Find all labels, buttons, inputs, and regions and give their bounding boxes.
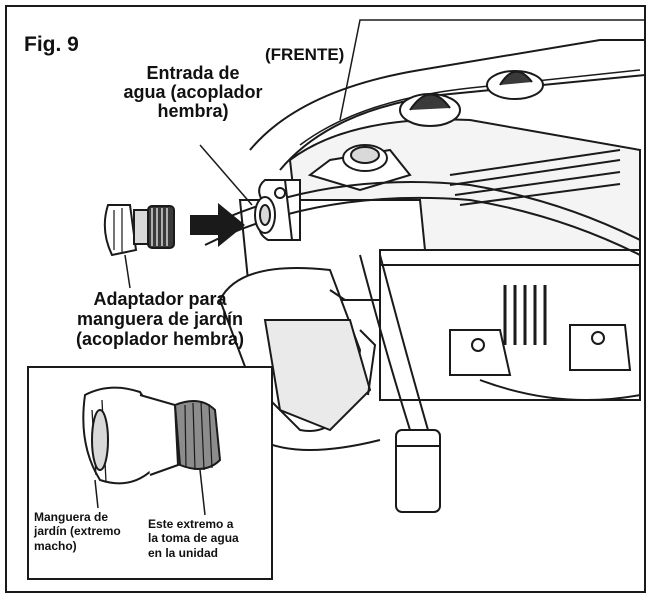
water-inlet-label-line: agua (acoplador [123, 81, 263, 102]
garden-hose-end-label-line: jardín (extremo [34, 524, 121, 539]
inlet-leader-line [199, 144, 253, 206]
hose-adapter-label-line: manguera de jardín [76, 308, 244, 329]
garden-hose-end-label-line: macho) [34, 538, 77, 553]
garden-hose-end-label-line: Manguera de [34, 510, 109, 524]
water-inlet-label-line: hembra) [157, 100, 229, 121]
lower-machine [218, 267, 381, 451]
hose-adapter-label-line: (acoplador hembra) [75, 328, 245, 349]
arrow-right-icon [190, 203, 245, 247]
figure-title: Fig. 9 [24, 33, 79, 56]
front-label: (FRENTE) [265, 45, 345, 64]
unit-end-label: Este extremo a la toma de agua en la uni… [148, 517, 239, 560]
water-inlet-icon [254, 179, 294, 241]
hose-adapter-icon [103, 204, 175, 289]
unit-end-label-line: la toma de agua [148, 531, 239, 546]
hose-adapter-label: Adaptador para manguera de jardín (acopl… [40, 289, 280, 349]
water-inlet-label-line: Entrada de [146, 63, 240, 83]
water-inlet-label: Entrada de agua (acoplador hembra) [118, 64, 268, 121]
hose-adapter-label-line: Adaptador para [93, 289, 227, 309]
outer-border [5, 5, 646, 593]
unit-end-label-line: en la unidad [148, 545, 219, 560]
detail-inset [27, 366, 273, 580]
unit-end-label-line: Este extremo a [148, 517, 234, 531]
garden-hose-end-label: Manguera de jardín (extremo macho) [34, 510, 121, 553]
